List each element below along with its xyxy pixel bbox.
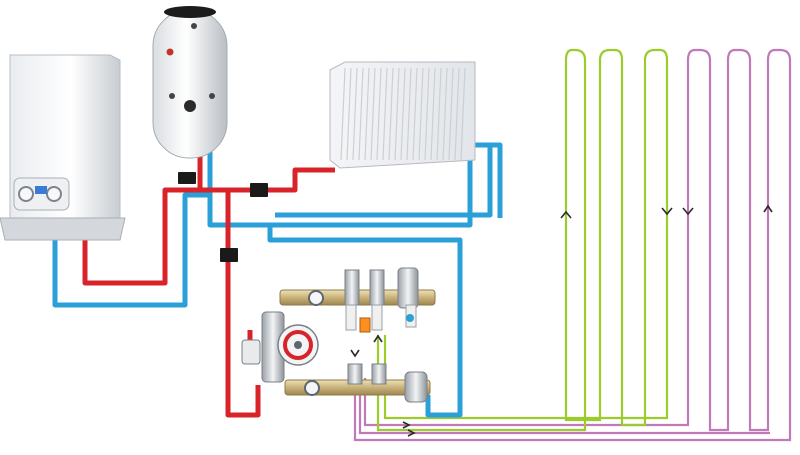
manifold-valves [344,267,428,403]
radiator-fin [418,67,424,161]
valve-handle-icon [359,317,371,333]
radiator-fin [412,67,418,161]
radiator [329,61,476,169]
boiler-display-icon [35,186,47,194]
valve-cap-icon [406,314,414,322]
manifold [279,267,436,403]
boiler-dial-icon [46,186,62,202]
radiator-fin [394,67,400,161]
boiler-dial-icon [18,186,34,202]
radiator-fin [442,67,448,161]
air-vent-icon [397,267,419,309]
underfloor-loop-purple-inner [358,378,770,435]
radiator-fin [352,67,358,161]
radiator-fin [340,67,346,161]
underfloor-loop-purple [353,48,792,442]
radiator-fin [382,67,388,161]
pipe-fittings [178,172,268,262]
pressure-gauge-icon [308,290,324,306]
flow-direction-arrows [350,204,773,437]
radiator-fin [460,67,466,161]
radiator-fin [376,67,382,161]
radiator-fin [388,67,394,161]
radiator-fin [448,67,454,161]
cylinder-port-icon [184,100,196,112]
radiator-fin [424,67,430,161]
radiator-fin [436,67,442,161]
radiator-fin [346,67,352,161]
gas-boiler [0,54,126,241]
radiator-fin [364,67,370,161]
hot-water-cylinder [152,6,228,159]
underfloor-loop-green [376,48,669,432]
radiator-fin [370,67,376,161]
temperature-gauge-icon [304,380,320,396]
radiator-fin [400,67,406,161]
circulation-pump [241,311,319,383]
radiator-fin [430,67,436,161]
radiator-fin [406,67,412,161]
radiator-fin [358,67,364,161]
radiator-fin [454,67,460,161]
